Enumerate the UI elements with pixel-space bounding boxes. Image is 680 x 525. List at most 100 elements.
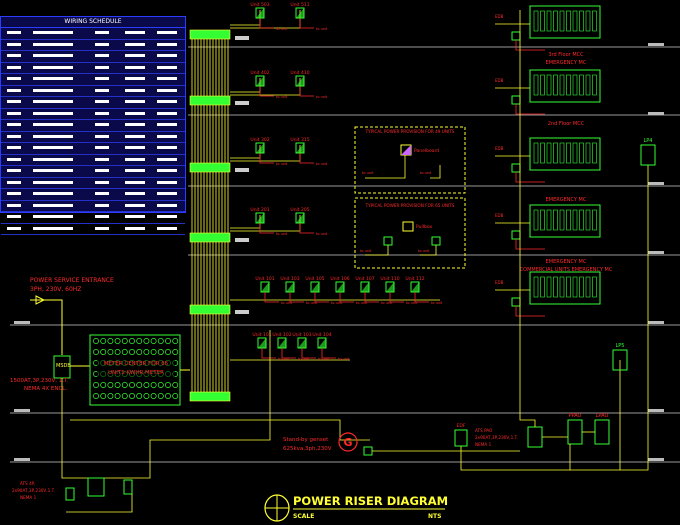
riser-bundle — [191, 30, 229, 400]
wiring-schedule-row — [1, 132, 185, 143]
svg-text:to unit: to unit — [316, 162, 328, 166]
scale-label: SCALE — [293, 513, 314, 520]
svg-text:EDB: EDB — [495, 78, 504, 83]
meter-center-line-2: UNITS KWHR METER — [108, 370, 164, 376]
lp5-panel — [612, 349, 628, 371]
svg-text:to unit: to unit — [418, 249, 430, 253]
unit-label: Unit 104 — [312, 332, 331, 338]
unit-label: Unit 511 — [290, 2, 309, 8]
main-breaker-line-1: 1500AT,3P,230V, 1.T. — [10, 378, 69, 384]
svg-text:to unit: to unit — [356, 301, 368, 305]
edf-label: EDF — [457, 423, 466, 429]
service-entrance-label: POWER SERVICE ENTRANCE — [30, 277, 114, 284]
wiring-schedule-row — [1, 143, 185, 155]
main-breaker-line-2: NEMA 4X ENCL. — [24, 386, 67, 392]
unit-label: Unit 101 — [255, 276, 274, 282]
unit-label: Unit 201 — [250, 207, 269, 213]
unit-label: Unit 302 — [250, 137, 269, 143]
floor-lines — [10, 46, 680, 463]
generator: G Stand-by genset 625kva,3ph,230V — [61, 330, 520, 479]
svg-text:to unit: to unit — [360, 249, 372, 253]
scale-value: NTS — [428, 513, 441, 520]
generator-line-1: Stand-by genset — [283, 437, 329, 443]
wiring-schedule: WIRING SCHEDULE — [0, 16, 186, 235]
emergency-panel: EDB — [495, 137, 601, 183]
svg-text:to unit: to unit — [316, 27, 328, 31]
svg-text:to unit: to unit — [420, 171, 432, 175]
panelboard-icon — [401, 145, 411, 155]
wiring-schedule-row — [1, 28, 185, 40]
wiring-schedule-row — [1, 40, 185, 51]
bundle-tags — [235, 36, 249, 314]
ppa-panel — [567, 419, 583, 445]
unit-label: Unit 107 — [355, 276, 374, 282]
emergency-panel: EDB — [495, 69, 601, 115]
svg-text:to unit: to unit — [331, 301, 343, 305]
svg-text:to unit: to unit — [338, 357, 350, 361]
svg-text:to unit: to unit — [318, 357, 330, 361]
svg-text:to unit: to unit — [278, 357, 290, 361]
wiring-schedule-row — [1, 120, 185, 132]
unit-label: Unit 101 — [252, 332, 271, 338]
wiring-schedule-row — [1, 201, 185, 212]
svg-text:to unit: to unit — [276, 162, 288, 166]
right-ats-line-3: NEMA 1 — [475, 442, 492, 447]
ats-right: PPAO LPAO ATS PAO 2x90AT,3P,230V,1.T. NE… — [454, 330, 610, 471]
title-block: POWER RISER DIAGRAM SCALE NTS — [264, 494, 448, 522]
svg-text:EDB: EDB — [495, 14, 504, 19]
wiring-schedule-row — [1, 109, 185, 120]
wiring-schedule-row — [1, 189, 185, 201]
generator-symbol: G — [343, 436, 352, 449]
right-ats-line-2: 2x90AT,3P,230V,1.T. — [475, 435, 518, 440]
wiring-schedule-row — [1, 97, 185, 109]
ppa-label: PPAO — [569, 413, 582, 419]
lpa-panel — [594, 419, 610, 445]
meter-center-line-1: METER CENTER FOR 65 — [104, 361, 169, 367]
unit-feeders — [230, 10, 440, 361]
emergency-panel-label: EMERGENCY MC — [546, 60, 587, 66]
pullbox-icon — [402, 221, 414, 232]
wiring-schedule-row — [1, 224, 185, 235]
svg-text:to unit: to unit — [316, 95, 328, 99]
emergency-panel-label: 3rd Floor MCC — [548, 52, 584, 58]
lp4-panel — [640, 144, 656, 166]
wiring-schedule-row — [1, 74, 185, 86]
generator-line-2: 625kva,3ph,230V — [283, 446, 332, 452]
wiring-schedule-title: WIRING SCHEDULE — [1, 17, 185, 28]
svg-text:to unit: to unit — [276, 95, 288, 99]
ats-left: ATS 4P, 2x90AT,3P,230V,1.T. NEMA 1 — [12, 477, 133, 513]
unit-label: Unit 112 — [405, 276, 424, 282]
wiring-schedule-row — [1, 63, 185, 74]
svg-text:to unit: to unit — [298, 357, 310, 361]
typical-provision-top: TYPICAL POWER PROVISION FOR 49 UNITS Pan… — [354, 126, 466, 194]
emergency-panel-label: 2nd Floor MCC — [548, 121, 585, 127]
emergency-panel-label: EMERGENCY MC — [546, 259, 587, 265]
meter-center: METER CENTER FOR 65 UNITS KWHR METER — [89, 334, 190, 406]
wiring-schedule-rows — [1, 28, 185, 235]
lp4-label: LP4 — [644, 138, 653, 144]
service-entrance-rating: 3PH, 230V, 60HZ — [30, 286, 81, 293]
unit-label: Unit 410 — [290, 70, 309, 76]
ats-line-2: 2x90AT,3P,230V,1.T. — [12, 488, 55, 493]
ats-line-1: ATS 4P, — [20, 481, 36, 486]
typical-top-item: Panelboard — [414, 148, 439, 154]
unit-label: Unit 402 — [250, 70, 269, 76]
wiring-schedule-row — [1, 166, 185, 178]
wiring-schedule-row — [1, 51, 185, 63]
svg-text:to unit: to unit — [281, 301, 293, 305]
unit-label: Unit 110 — [380, 276, 399, 282]
service-entrance: POWER SERVICE ENTRANCE 3PH, 230V, 60HZ M… — [10, 277, 114, 392]
typical-bottom-item: Pullbox — [416, 224, 432, 230]
diagram-title: POWER RISER DIAGRAM — [293, 494, 448, 508]
lp-feeders: LP4 LP5 — [570, 138, 656, 471]
right-ats-line-1: ATS PAO — [475, 428, 493, 433]
svg-text:to unit: to unit — [316, 232, 328, 236]
unit-label: Unit 503 — [250, 2, 269, 8]
svg-text:to unit: to unit — [381, 301, 393, 305]
wiring-schedule-row — [1, 212, 185, 224]
svg-text:EDB: EDB — [495, 213, 504, 218]
lp5-label: LP5 — [616, 343, 625, 349]
